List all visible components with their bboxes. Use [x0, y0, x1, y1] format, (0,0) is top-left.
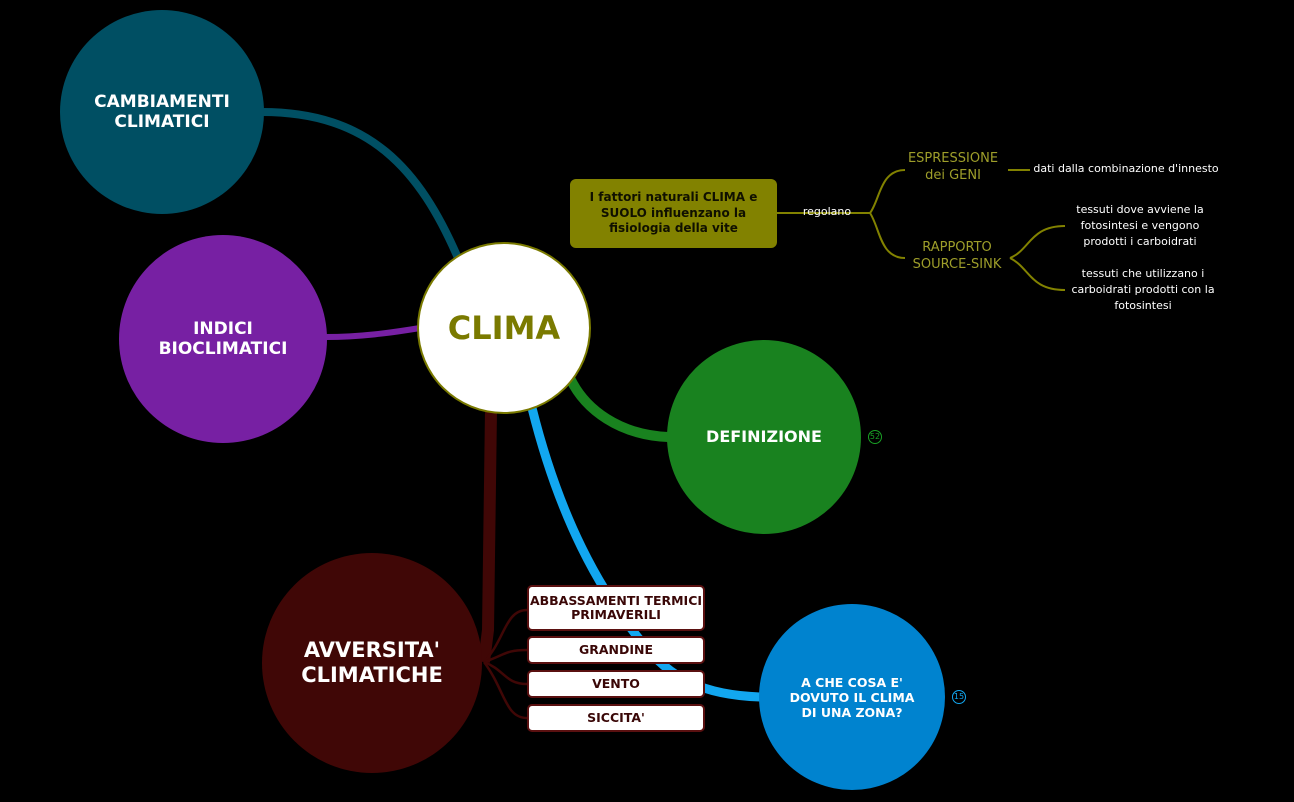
node-cambiamenti-label: CAMBIAMENTI CLIMATICI [94, 91, 230, 132]
branch-sub-1 [483, 608, 528, 663]
espressione-geni-label[interactable]: ESPRESSIONE dei GENI [907, 151, 999, 183]
branch-sub-2 [483, 648, 528, 664]
node-cambiamenti-climatici[interactable]: CAMBIAMENTI CLIMATICI [60, 10, 264, 214]
rapporto-source-sink-label[interactable]: RAPPORTO SOURCE-SINK [912, 240, 1002, 272]
node-avversita-climatiche[interactable]: AVVERSITA' CLIMATICHE [262, 553, 482, 773]
definizione-count-badge[interactable]: 52 [868, 430, 882, 444]
avversita-item-grandine[interactable]: GRANDINE [527, 636, 705, 664]
fattori-naturali-box[interactable]: I fattori naturali CLIMA e SUOLO influen… [570, 179, 777, 248]
node-indici-label: INDICI BIOCLIMATICI [158, 318, 288, 359]
branch-sub-4 [482, 661, 528, 720]
branch-sub-3 [483, 660, 528, 686]
rapporto-note-carboidrati: tessuti che utilizzano i carboidrati pro… [1071, 267, 1215, 312]
branch-espressione [869, 169, 906, 214]
node-clima-center[interactable]: CLIMA [417, 242, 591, 414]
a-che-cosa-count-badge[interactable]: 15 [952, 690, 966, 704]
branch-avversita [478, 409, 497, 663]
branch-rapporto [869, 212, 906, 259]
avversita-item-abbassamenti[interactable]: ABBASSAMENTI TERMICI PRIMAVERILI [527, 585, 705, 631]
node-definizione-label: DEFINIZIONE [706, 427, 822, 447]
node-indici-bioclimatici[interactable]: INDICI BIOCLIMATICI [119, 235, 327, 443]
espressione-note: dati dalla combinazione d'innesto [1033, 162, 1219, 175]
rapporto-note-fotosintesi: tessuti dove avviene la fotosintesi e ve… [1076, 203, 1204, 248]
branch-rapporto-note-1 [1009, 225, 1066, 259]
avversita-item-vento[interactable]: VENTO [527, 670, 705, 698]
connector-regolano: regolano [802, 205, 852, 218]
fattori-naturali-text: I fattori naturali CLIMA e SUOLO influen… [589, 190, 758, 236]
branch-cambiamenti [258, 108, 462, 262]
avversita-item-siccita[interactable]: SICCITA' [527, 704, 705, 732]
node-a-che-cosa[interactable]: A CHE COSA E' DOVUTO IL CLIMA DI UNA ZON… [759, 604, 945, 790]
node-avversita-label: AVVERSITA' CLIMATICHE [301, 637, 443, 687]
node-a-che-cosa-label: A CHE COSA E' DOVUTO IL CLIMA DI UNA ZON… [789, 674, 915, 720]
branch-indici [325, 325, 421, 340]
node-clima-label: CLIMA [447, 308, 561, 347]
node-definizione[interactable]: DEFINIZIONE [667, 340, 861, 534]
branch-rapporto-note-2 [1009, 257, 1066, 291]
branch-definizione [565, 375, 669, 442]
